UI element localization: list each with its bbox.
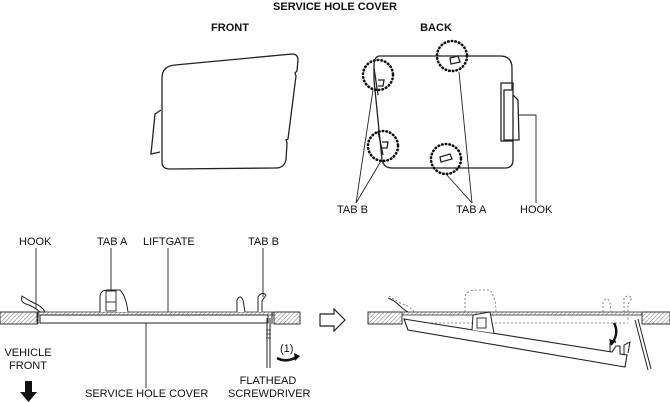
vehicle-front-label-line2: FRONT xyxy=(9,360,47,372)
curved-arrow-head xyxy=(294,353,300,361)
arrow-down-icon xyxy=(20,381,37,402)
back-tab-a-label: TAB A xyxy=(456,204,487,216)
step-number-label: (1) xyxy=(280,343,294,355)
diagram-title: SERVICE HOLE COVER xyxy=(273,1,397,13)
front-view-label: FRONT xyxy=(211,22,249,34)
back-hook-label: HOOK xyxy=(520,204,553,216)
section-liftgate-label: LIFTGATE xyxy=(143,236,195,248)
back-tab-b-label: TAB B xyxy=(337,204,368,216)
left-section-drawing xyxy=(0,248,301,388)
arrow-right-outline-icon xyxy=(319,307,346,333)
back-cover-drawing xyxy=(373,55,520,169)
service-hole-cover-label: SERVICE HOLE COVER xyxy=(85,388,209,400)
section-tab-a-label: TAB A xyxy=(97,236,128,248)
right-section-drawing xyxy=(367,289,670,371)
curved-arrow-icon xyxy=(276,355,298,362)
vehicle-front-label-line1: VEHICLE xyxy=(4,347,52,359)
front-cover-drawing xyxy=(150,53,299,170)
flathead-label-line2: SCREWDRIVER xyxy=(228,388,311,400)
back-view-label: BACK xyxy=(420,22,452,34)
detail-circles xyxy=(361,39,469,176)
flathead-label-line1: FLATHEAD xyxy=(239,375,297,387)
section-tab-b-label: TAB B xyxy=(248,236,279,248)
back-leader-lines xyxy=(355,71,537,204)
section-hook-label: HOOK xyxy=(19,236,52,248)
